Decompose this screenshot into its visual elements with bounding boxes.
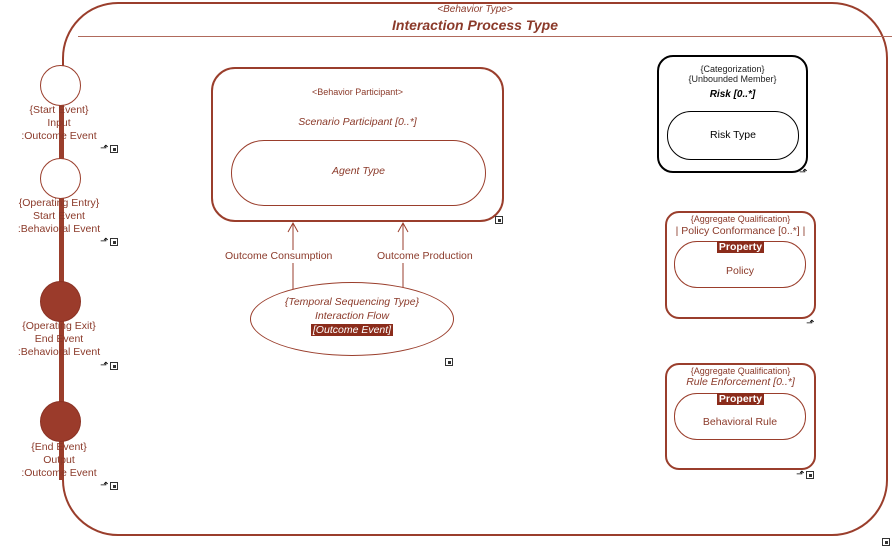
risk-type-box[interactable]	[667, 111, 799, 160]
policy-box[interactable]	[665, 211, 816, 319]
expand-box-icon[interactable]	[110, 482, 118, 490]
navigate-arrow-icon[interactable]: ⬏	[100, 236, 109, 247]
navigate-arrow-icon[interactable]: ⬏	[806, 318, 815, 329]
policy-inner-label: Policy	[725, 265, 754, 277]
expand-box-icon[interactable]	[110, 145, 118, 153]
event-spine	[59, 80, 62, 480]
event-type: :Outcome Event	[21, 130, 97, 142]
behavior-participant-box[interactable]	[211, 67, 504, 222]
rule-inner-label: Behavioral Rule	[702, 416, 778, 428]
frame-stereotype: <Behavior Type>	[437, 4, 513, 15]
expand-box-icon[interactable]	[110, 238, 118, 246]
event-name: Input	[47, 117, 71, 129]
agent-type-label: Agent Type	[332, 165, 385, 177]
navigate-arrow-icon[interactable]: ⬏	[799, 167, 808, 178]
navigate-arrow-icon[interactable]: ⬏	[100, 143, 109, 154]
operating-exit-circle[interactable]	[40, 281, 81, 322]
rule-tag-wrap: Property	[665, 393, 816, 406]
event-name: Output	[43, 454, 75, 466]
rule-name: Rule Enforcement [0..*]	[686, 376, 795, 388]
operating-exit-label: {Operating Exit} End Event :Behavioral E…	[4, 320, 114, 359]
interaction-flow-ellipse[interactable]	[250, 282, 454, 356]
risk-box[interactable]	[657, 55, 808, 173]
operating-entry-label: {Operating Entry} Start Event :Behaviora…	[4, 197, 114, 236]
event-type: :Behavioral Event	[17, 346, 101, 358]
policy-name: | Policy Conformance [0..*] |	[675, 225, 806, 237]
flow-qualifier: {Temporal Sequencing Type}	[284, 296, 420, 308]
risk-name: Risk [0..*]	[709, 89, 756, 100]
participant-name: Scenario Participant [0..*]	[298, 116, 417, 128]
navigate-arrow-icon[interactable]: ⬏	[100, 480, 109, 491]
expand-box-icon[interactable]	[882, 538, 890, 546]
frame-title: Interaction Process Type	[392, 17, 558, 33]
expand-box-icon[interactable]	[495, 216, 503, 224]
outcome-production-label: Outcome Production	[376, 250, 474, 263]
event-qualifier: {Operating Exit}	[22, 320, 96, 332]
agent-type-box[interactable]	[231, 140, 486, 206]
end-event-label: {End Event} Output :Outcome Event	[4, 441, 114, 480]
event-name: End Event	[34, 333, 84, 345]
start-event-label: {Start Event} Input :Outcome Event	[4, 104, 114, 143]
end-event-circle[interactable]	[40, 401, 81, 442]
policy-tag: Property	[716, 241, 765, 253]
navigate-arrow-icon[interactable]: ⬏	[100, 360, 109, 371]
outcome-consumption-label: Outcome Consumption	[224, 250, 334, 263]
expand-box-icon[interactable]	[110, 362, 118, 370]
risk-type-label: Risk Type	[710, 129, 756, 141]
event-qualifier: {End Event}	[31, 441, 87, 453]
rule-enforcement-box[interactable]	[665, 363, 816, 470]
flow-type: [Outcome Event]	[310, 324, 394, 336]
flow-name: Interaction Flow	[314, 310, 390, 322]
event-name: Start Event	[33, 210, 85, 222]
flow-type-wrap: [Outcome Event]	[250, 324, 454, 336]
rule-tag: Property	[716, 393, 765, 405]
start-event-circle[interactable]	[40, 65, 81, 106]
frame-divider	[78, 36, 892, 37]
risk-qualifier-1: {Categorization}	[700, 64, 765, 74]
event-type: :Outcome Event	[21, 467, 97, 479]
policy-qualifier: {Aggregate Qualification}	[690, 214, 791, 224]
participant-stereotype: <Behavior Participant>	[311, 87, 404, 97]
rule-qualifier: {Aggregate Qualification}	[690, 366, 791, 376]
event-qualifier: {Start Event}	[29, 104, 89, 116]
expand-box-icon[interactable]	[806, 471, 814, 479]
interaction-process-frame[interactable]	[62, 2, 888, 536]
expand-box-icon[interactable]	[445, 358, 453, 366]
policy-tag-wrap: Property	[665, 241, 816, 254]
operating-entry-circle[interactable]	[40, 158, 81, 199]
risk-qualifier-2: {Unbounded Member}	[688, 74, 777, 84]
event-type: :Behavioral Event	[17, 223, 101, 235]
navigate-arrow-icon[interactable]: ⬏	[796, 469, 805, 480]
event-qualifier: {Operating Entry}	[18, 197, 100, 209]
